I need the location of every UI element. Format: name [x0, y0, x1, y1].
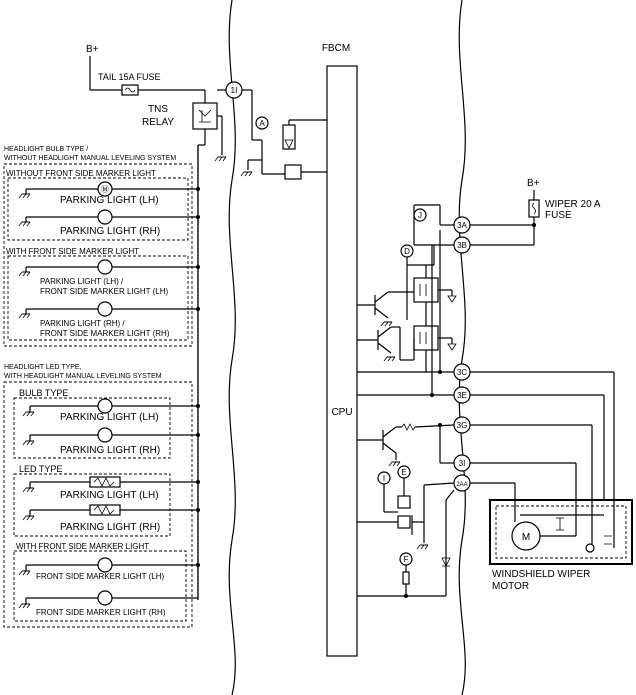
svg-text:M: M: [522, 532, 530, 543]
light-row-p-rh-3-led: PARKING LIGHT (RH): [22, 504, 200, 533]
svg-text:PARKING LIGHT (RH): PARKING LIGHT (RH): [60, 522, 160, 533]
cpu-block: CPU: [326, 65, 358, 657]
marker-i: I: [383, 474, 385, 483]
svg-text:HEADLIGHT BULB TYPE /: HEADLIGHT BULB TYPE /: [4, 146, 88, 153]
svg-text:PARKING LIGHT (LH): PARKING LIGHT (LH): [60, 490, 159, 501]
marker-j-circuit: J: [413, 204, 454, 246]
park-detect-circuit: E I F: [357, 465, 455, 598]
tns-driver-circuit: A: [240, 116, 327, 180]
svg-text:LED TYPE: LED TYPE: [19, 464, 62, 474]
wiper-transistors: [357, 291, 455, 467]
terminal-3c: 3C: [453, 363, 471, 381]
wiper-output-lines: [470, 371, 615, 500]
marker-a: A: [259, 119, 265, 128]
svg-text:WITHOUT FRONT SIDE MARKER LIGH: WITHOUT FRONT SIDE MARKER LIGHT: [6, 169, 156, 178]
svg-text:3C: 3C: [457, 368, 467, 377]
svg-text:Ⓜ: Ⓜ: [101, 185, 109, 194]
svg-text:FRONT SIDE MARKER LIGHT (LH): FRONT SIDE MARKER LIGHT (LH): [40, 287, 169, 296]
svg-text:WITH HEADLIGHT MANUAL LEVELING: WITH HEADLIGHT MANUAL LEVELING SYSTEM: [4, 373, 162, 380]
svg-text:3E: 3E: [457, 391, 467, 400]
tns-relay-label-1: TNS: [148, 104, 168, 115]
marker-j: J: [418, 211, 422, 220]
b-plus-right-label: B+: [527, 178, 540, 189]
tail-fuse-label: TAIL 15A FUSE: [98, 72, 161, 82]
terminal-1i: 1I: [225, 81, 253, 140]
light-row-p-fsm-lh: PARKING LIGHT (LH) / FRONT SIDE MARKER L…: [18, 259, 200, 296]
wiper-fuse-label-2: FUSE: [545, 210, 572, 221]
svg-text:PARKING LIGHT (RH) /: PARKING LIGHT (RH) /: [40, 319, 125, 328]
svg-text:PARKING LIGHT (LH): PARKING LIGHT (LH): [60, 195, 159, 206]
cpu-label: CPU: [331, 407, 352, 418]
group-led-type: HEADLIGHT LED TYPE, WITH HEADLIGHT MANUA…: [3, 364, 193, 628]
marker-d: D: [404, 247, 410, 256]
light-row-p-lh-3-led: PARKING LIGHT (LH): [22, 476, 200, 501]
svg-text:3B: 3B: [457, 241, 467, 250]
light-row-fsm-lh: FRONT SIDE MARKER LIGHT (LH): [18, 557, 200, 581]
wiper-motor-label-2: MOTOR: [492, 581, 529, 592]
svg-text:2AA: 2AA: [456, 482, 467, 488]
svg-text:3G: 3G: [457, 421, 468, 430]
svg-text:WITH FRONT SIDE MARKER LIGHT: WITH FRONT SIDE MARKER LIGHT: [6, 247, 139, 256]
marker-f: F: [404, 555, 409, 564]
terminal-3i: 3I: [453, 454, 471, 472]
svg-text:FRONT SIDE MARKER LIGHT (RH): FRONT SIDE MARKER LIGHT (RH): [40, 329, 170, 338]
light-row-p-rh-2: PARKING LIGHT (RH): [22, 427, 200, 456]
light-row-p-lh-2: PARKING LIGHT (LH): [22, 398, 200, 423]
wiper-motor: M WINDSHIELD WIPER MOTOR: [489, 499, 633, 592]
svg-text:FRONT SIDE MARKER LIGHT (RH): FRONT SIDE MARKER LIGHT (RH): [36, 608, 166, 617]
wiper-fuse-label-1: WIPER 20 A: [545, 199, 601, 210]
wiper-relay-circuit: D: [400, 230, 457, 395]
svg-text:PARKING LIGHT (LH): PARKING LIGHT (LH): [60, 412, 159, 423]
wiper-fuse-circuit: B+ WIPER 20 A FUSE: [470, 178, 601, 246]
svg-text:HEADLIGHT LED TYPE,: HEADLIGHT LED TYPE,: [4, 364, 82, 371]
terminal-3g: 3G: [453, 416, 471, 434]
svg-text:BULB TYPE: BULB TYPE: [19, 388, 68, 398]
marker-e: E: [401, 468, 406, 477]
svg-text:PARKING LIGHT (RH): PARKING LIGHT (RH): [60, 445, 160, 456]
fbcm-label: FBCM: [322, 43, 350, 54]
svg-text:WITHOUT HEADLIGHT MANUAL LEVEL: WITHOUT HEADLIGHT MANUAL LEVELING SYSTEM: [4, 155, 176, 162]
b-plus-left-label: B+: [86, 44, 99, 55]
light-row-p-lh-1: Ⓜ PARKING LIGHT (LH): [18, 181, 200, 206]
svg-text:WITH FRONT SIDE MARKER LIGHT: WITH FRONT SIDE MARKER LIGHT: [16, 542, 149, 551]
light-row-p-fsm-rh: PARKING LIGHT (RH) / FRONT SIDE MARKER L…: [18, 301, 200, 338]
terminal-3a: 3A: [453, 216, 471, 234]
svg-text:PARKING LIGHT (RH): PARKING LIGHT (RH): [60, 226, 160, 237]
parking-light-rows: Ⓜ PARKING LIGHT (LH) PARKING LIGHT (RH) …: [18, 181, 200, 617]
light-row-p-rh-1: PARKING LIGHT (RH): [18, 209, 200, 237]
fbcm-module: FBCM: [228, 0, 466, 695]
svg-text:PARKING LIGHT (LH) /: PARKING LIGHT (LH) /: [40, 277, 124, 286]
light-row-fsm-rh: FRONT SIDE MARKER LIGHT (RH): [18, 590, 198, 617]
svg-text:1I: 1I: [231, 86, 238, 95]
terminal-3b: 3B: [453, 236, 471, 254]
svg-text:3A: 3A: [457, 221, 467, 230]
group-bulb-type: HEADLIGHT BULB TYPE / WITHOUT HEADLIGHT …: [3, 146, 193, 347]
terminal-3e: 3E: [453, 386, 471, 404]
svg-text:FRONT SIDE MARKER LIGHT (LH): FRONT SIDE MARKER LIGHT (LH): [36, 572, 165, 581]
svg-text:3I: 3I: [459, 459, 466, 468]
terminal-2aa: 2AA: [453, 474, 471, 492]
tns-relay-label-2: RELAY: [142, 117, 174, 128]
wiper-motor-label-1: WINDSHIELD WIPER: [492, 569, 590, 580]
